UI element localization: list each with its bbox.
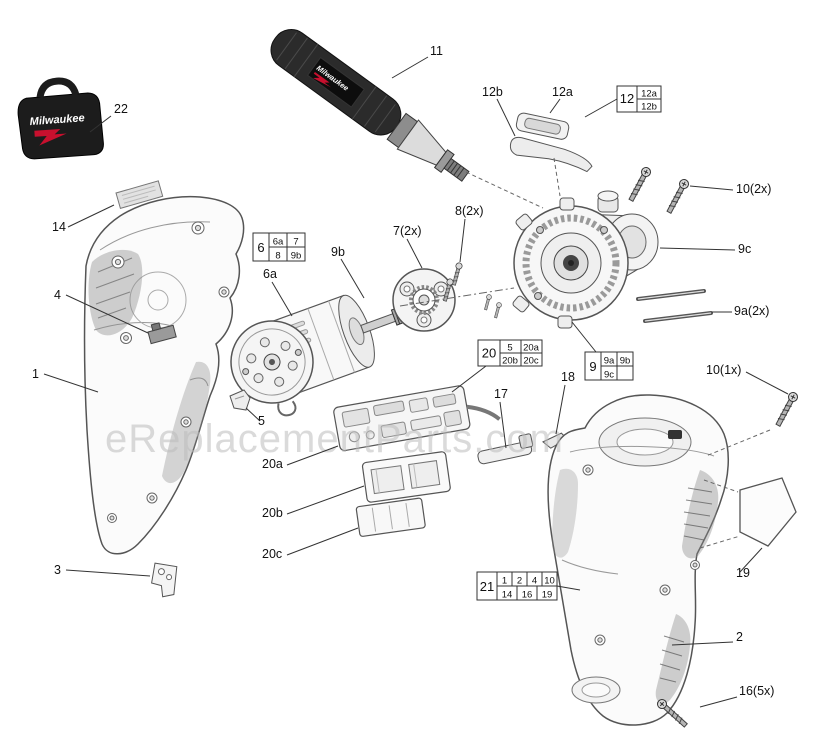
case-brand-text: Milwaukee xyxy=(29,112,85,128)
part-20a-electronics-board xyxy=(333,385,501,452)
part-4-insert xyxy=(147,322,177,345)
box21-cell-4: 4 xyxy=(532,576,537,587)
box20-cell-20a: 20a xyxy=(523,343,540,354)
box20-cell-20b: 20b xyxy=(502,356,518,367)
box6-main: 6 xyxy=(257,240,264,255)
part-9c-gearbox xyxy=(512,190,659,329)
leader-lines xyxy=(43,56,789,708)
callout-5: 5 xyxy=(258,414,265,428)
watermark-text: eReplacementParts.com xyxy=(105,417,564,461)
group-box-20: 20 5 20a 20b 20c xyxy=(477,339,543,367)
box20-cell-5: 5 xyxy=(507,343,512,354)
box9-cell-9b: 9b xyxy=(620,356,631,367)
brand-bolt-icon xyxy=(34,128,67,146)
box12-cell-12b: 12b xyxy=(641,102,657,113)
callout-9c: 9c xyxy=(738,242,751,256)
callout-20c: 20c xyxy=(262,547,282,561)
callout-16-5x: 16(5x) xyxy=(739,684,774,698)
part-14-label-plate xyxy=(115,180,164,209)
part-5-clip xyxy=(229,389,251,411)
callout-2: 2 xyxy=(736,630,743,644)
callout-7-2x: 7(2x) xyxy=(393,224,421,238)
box12-main: 12 xyxy=(620,91,634,106)
box20-cell-20c: 20c xyxy=(523,356,539,367)
part-16-screw-5x xyxy=(657,699,688,728)
part-20b-connector-block xyxy=(361,451,451,503)
part-7-clutch-plate xyxy=(392,268,456,332)
part-2-right-housing xyxy=(547,394,730,726)
part-10-screw-1x xyxy=(775,392,798,427)
callout-4: 4 xyxy=(54,288,61,302)
box6-cell-7: 7 xyxy=(293,237,298,248)
part-12-selector-parts xyxy=(509,112,593,173)
part-8-screws-2x xyxy=(443,262,502,319)
callout-12b: 12b xyxy=(482,85,503,99)
box21-cell-19: 19 xyxy=(542,590,553,601)
callout-20a: 20a xyxy=(262,457,283,471)
callout-12a: 12a xyxy=(552,85,573,99)
box12-cell-12a: 12a xyxy=(641,89,658,100)
callout-22: 22 xyxy=(114,102,128,116)
callout-10-2x: 10(2x) xyxy=(736,182,771,196)
group-box-6: 6 6a 7 8 9b xyxy=(252,232,306,262)
box21-cell-14: 14 xyxy=(502,590,513,601)
group-box-21: 21 1 2 4 10 14 16 19 xyxy=(476,571,558,601)
callout-11: 11 xyxy=(430,44,443,58)
box21-cell-16: 16 xyxy=(522,590,533,601)
part-20c-terminal-tray xyxy=(355,497,426,537)
callout-18: 18 xyxy=(561,370,575,384)
callout-19: 19 xyxy=(736,566,750,580)
callout-10-1x: 10(1x) xyxy=(706,363,741,377)
callout-9b: 9b xyxy=(331,245,345,259)
part-17-lever xyxy=(477,433,534,465)
box21-cell-2: 2 xyxy=(517,576,522,587)
box9-main: 9 xyxy=(589,359,596,374)
callout-3: 3 xyxy=(54,563,61,577)
part-22-carrying-case: Milwaukee xyxy=(17,77,104,160)
part-19-side-plate xyxy=(739,477,797,547)
callout-9a-2x: 9a(2x) xyxy=(734,304,769,318)
group-box-12: 12 12a 12b xyxy=(616,85,662,113)
box21-cell-1: 1 xyxy=(502,576,507,587)
callout-8-2x: 8(2x) xyxy=(455,204,483,218)
box6-cell-9b: 9b xyxy=(291,251,302,262)
part-10-screws-2x xyxy=(628,167,689,214)
box9-cell-9a: 9a xyxy=(604,356,615,367)
box6-cell-6a: 6a xyxy=(273,237,284,248)
handle-bolt-icon xyxy=(313,71,331,88)
part-1-left-housing xyxy=(83,180,245,555)
group-box-9: 9 9a 9b 9c xyxy=(584,351,634,381)
callout-1: 1 xyxy=(32,367,39,381)
callout-17: 17 xyxy=(494,387,508,401)
callout-labels: 22 11 12b 12a 10(2x) 9c 9a(2x) 10(1x) 14… xyxy=(32,44,774,698)
callout-20b: 20b xyxy=(262,506,283,520)
callout-6a: 6a xyxy=(263,267,277,281)
part-3-bracket xyxy=(151,562,178,598)
box21-main: 21 xyxy=(480,579,494,594)
callout-14: 14 xyxy=(52,220,66,234)
part-11-side-handle: Milwaukee xyxy=(270,29,470,182)
box9-cell-9c: 9c xyxy=(604,370,614,381)
part-9a-pins-2x xyxy=(636,289,713,323)
box20-main: 20 xyxy=(482,346,496,361)
alignment-lines xyxy=(399,157,771,549)
box21-cell-10: 10 xyxy=(544,576,555,587)
box6-cell-8: 8 xyxy=(275,251,280,262)
